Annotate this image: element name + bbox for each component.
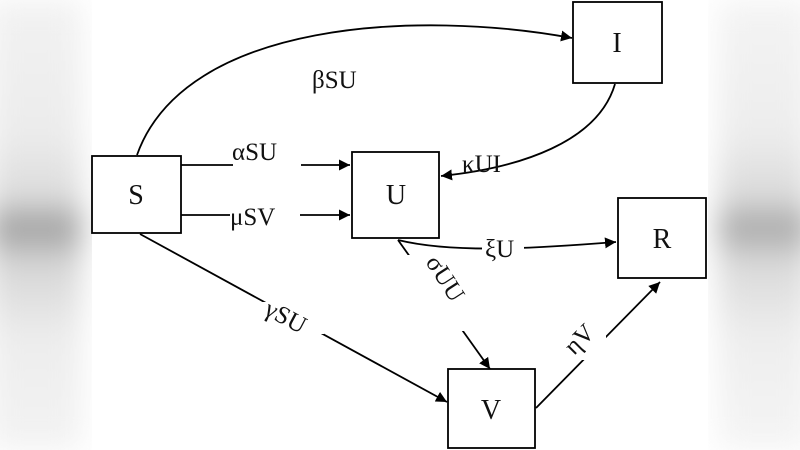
edge-s-to-i xyxy=(136,24,573,156)
node-r: R xyxy=(617,197,707,279)
edge-label-mu-sv: μSV xyxy=(230,204,275,231)
label-bg-gamma xyxy=(262,302,324,334)
node-u: U xyxy=(351,151,440,239)
node-u-label: U xyxy=(386,180,406,211)
label-bg-sigma xyxy=(400,255,480,331)
node-v: V xyxy=(447,368,536,449)
node-i: I xyxy=(572,1,663,84)
edge-label-kappa-ui: κUI xyxy=(462,151,501,178)
label-bg-eta xyxy=(560,316,606,360)
blurred-left-margin xyxy=(0,0,82,450)
edge-label-alpha-su: αSU xyxy=(232,139,277,166)
node-i-label: I xyxy=(612,28,621,59)
node-s-label: S xyxy=(128,180,144,211)
node-s: S xyxy=(91,155,182,234)
node-v-label: V xyxy=(481,395,501,426)
edge-i-to-u xyxy=(440,83,616,181)
label-bg-alpha xyxy=(233,145,301,171)
node-r-label: R xyxy=(653,224,672,255)
label-bg-mu xyxy=(230,200,300,228)
label-bg-xi xyxy=(482,231,524,261)
edge-label-beta-su: βSU xyxy=(312,67,357,94)
blurred-right-margin xyxy=(718,0,800,450)
edge-label-xi-u: ξU xyxy=(485,236,514,263)
